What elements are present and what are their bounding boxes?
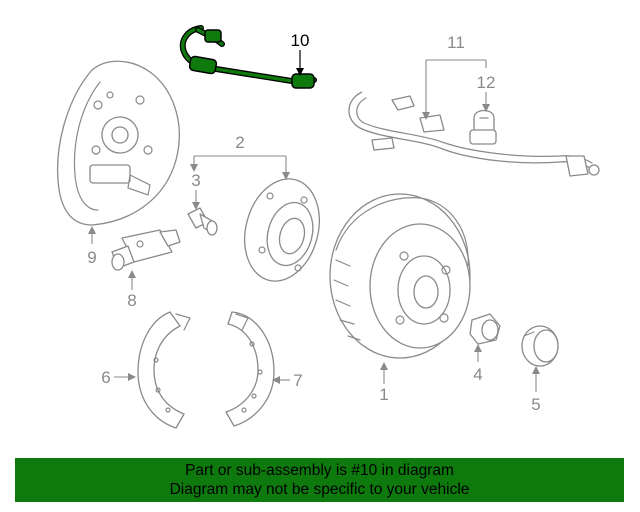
arrow-10 [296, 68, 304, 76]
info-banner: Part or sub-assembly is #10 in diagram D… [15, 458, 624, 502]
wire-clip[interactable] [469, 109, 497, 145]
backing-plate[interactable] [56, 60, 180, 226]
callout-7[interactable]: 7 [293, 371, 302, 390]
wheel-cylinder[interactable] [111, 229, 181, 271]
brake-drum[interactable] [329, 193, 471, 359]
callout-3[interactable]: 3 [191, 171, 200, 190]
banner-line-2: Diagram may not be specific to your vehi… [169, 481, 470, 498]
callout-12[interactable]: 12 [477, 73, 496, 92]
callout-4[interactable]: 4 [473, 365, 482, 384]
wheel-hub[interactable] [234, 170, 330, 289]
abs-sensor-harness[interactable] [348, 91, 600, 177]
brake-hose[interactable] [179, 25, 317, 89]
callout-2[interactable]: 2 [235, 133, 244, 152]
callout-6[interactable]: 6 [101, 368, 110, 387]
brake-shoe-right[interactable] [225, 311, 275, 427]
banner-line-1: Part or sub-assembly is #10 in diagram [185, 462, 454, 479]
hub-nut[interactable] [469, 313, 501, 345]
leader-11 [425, 59, 487, 116]
callout-5[interactable]: 5 [531, 395, 540, 414]
callout-1[interactable]: 1 [379, 385, 388, 404]
parts-diagram: 10 11 12 2 3 9 8 6 7 1 4 5 [56, 25, 600, 429]
callout-leaders [88, 50, 540, 392]
leader-2 [193, 155, 287, 176]
grease-cap[interactable] [521, 325, 559, 367]
callout-10[interactable]: 10 [291, 31, 310, 50]
callout-labels: 10 11 12 2 3 9 8 6 7 1 4 5 [87, 31, 540, 414]
brake-shoe-left[interactable] [137, 311, 191, 429]
callout-9[interactable]: 9 [87, 248, 96, 267]
callout-11[interactable]: 11 [447, 33, 465, 52]
hub-bolt[interactable] [187, 207, 218, 236]
callout-8[interactable]: 8 [127, 291, 136, 310]
